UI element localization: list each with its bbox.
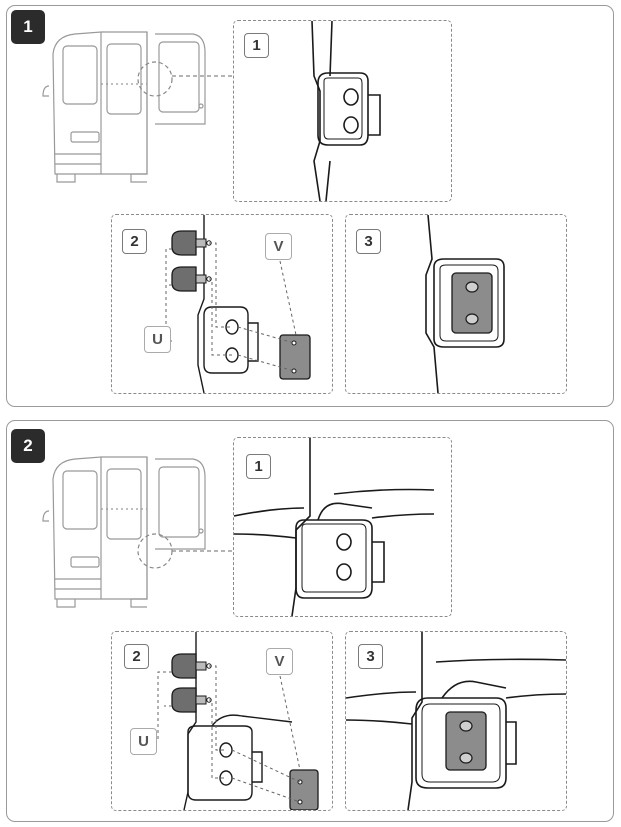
exploded-assembly-illustration (157, 632, 319, 810)
bolt-illustration (171, 230, 212, 292)
step-1-detail-2: 2 U V (111, 214, 333, 394)
hinge-illustration (311, 21, 381, 201)
step-1-detail-1-label: 1 (244, 33, 269, 58)
step-2-detail-2-label: 2 (124, 644, 149, 669)
cover-plate-illustration (289, 769, 319, 810)
installed-plate-illustration (346, 632, 566, 810)
step-1-detail-1: 1 (233, 20, 452, 202)
step-2-panel: 2 1 (6, 420, 614, 822)
step-2-detail-1-label: 1 (246, 454, 271, 479)
step-1-plate-label: V (265, 233, 292, 260)
step-2-bolt-label: U (130, 728, 157, 755)
step-2-detail-3-label: 3 (358, 644, 383, 669)
step-1-detail-3-label: 3 (356, 229, 381, 254)
cover-plate-illustration (279, 334, 311, 380)
step-1-detail-3: 3 (345, 214, 567, 394)
step-2-badge: 2 (11, 429, 45, 463)
installed-plate-illustration (425, 215, 505, 393)
hinge-illustration (234, 438, 435, 616)
step-2-plate-label: V (266, 648, 293, 675)
van-rear-doors-illustration (42, 456, 206, 608)
step-2-detail-2: 2 U V (111, 631, 333, 811)
step-1-detail-2-label: 2 (122, 229, 147, 254)
step-2-detail-1: 1 (233, 437, 452, 617)
step-1-bolt-label: U (144, 326, 171, 353)
step-1-badge: 1 (11, 10, 45, 44)
bolt-illustration (171, 653, 212, 713)
exploded-assembly-illustration (165, 215, 311, 393)
van-rear-doors-illustration (42, 31, 206, 183)
step-1-panel: 1 1 (6, 5, 614, 407)
step-2-detail-3: 3 (345, 631, 567, 811)
